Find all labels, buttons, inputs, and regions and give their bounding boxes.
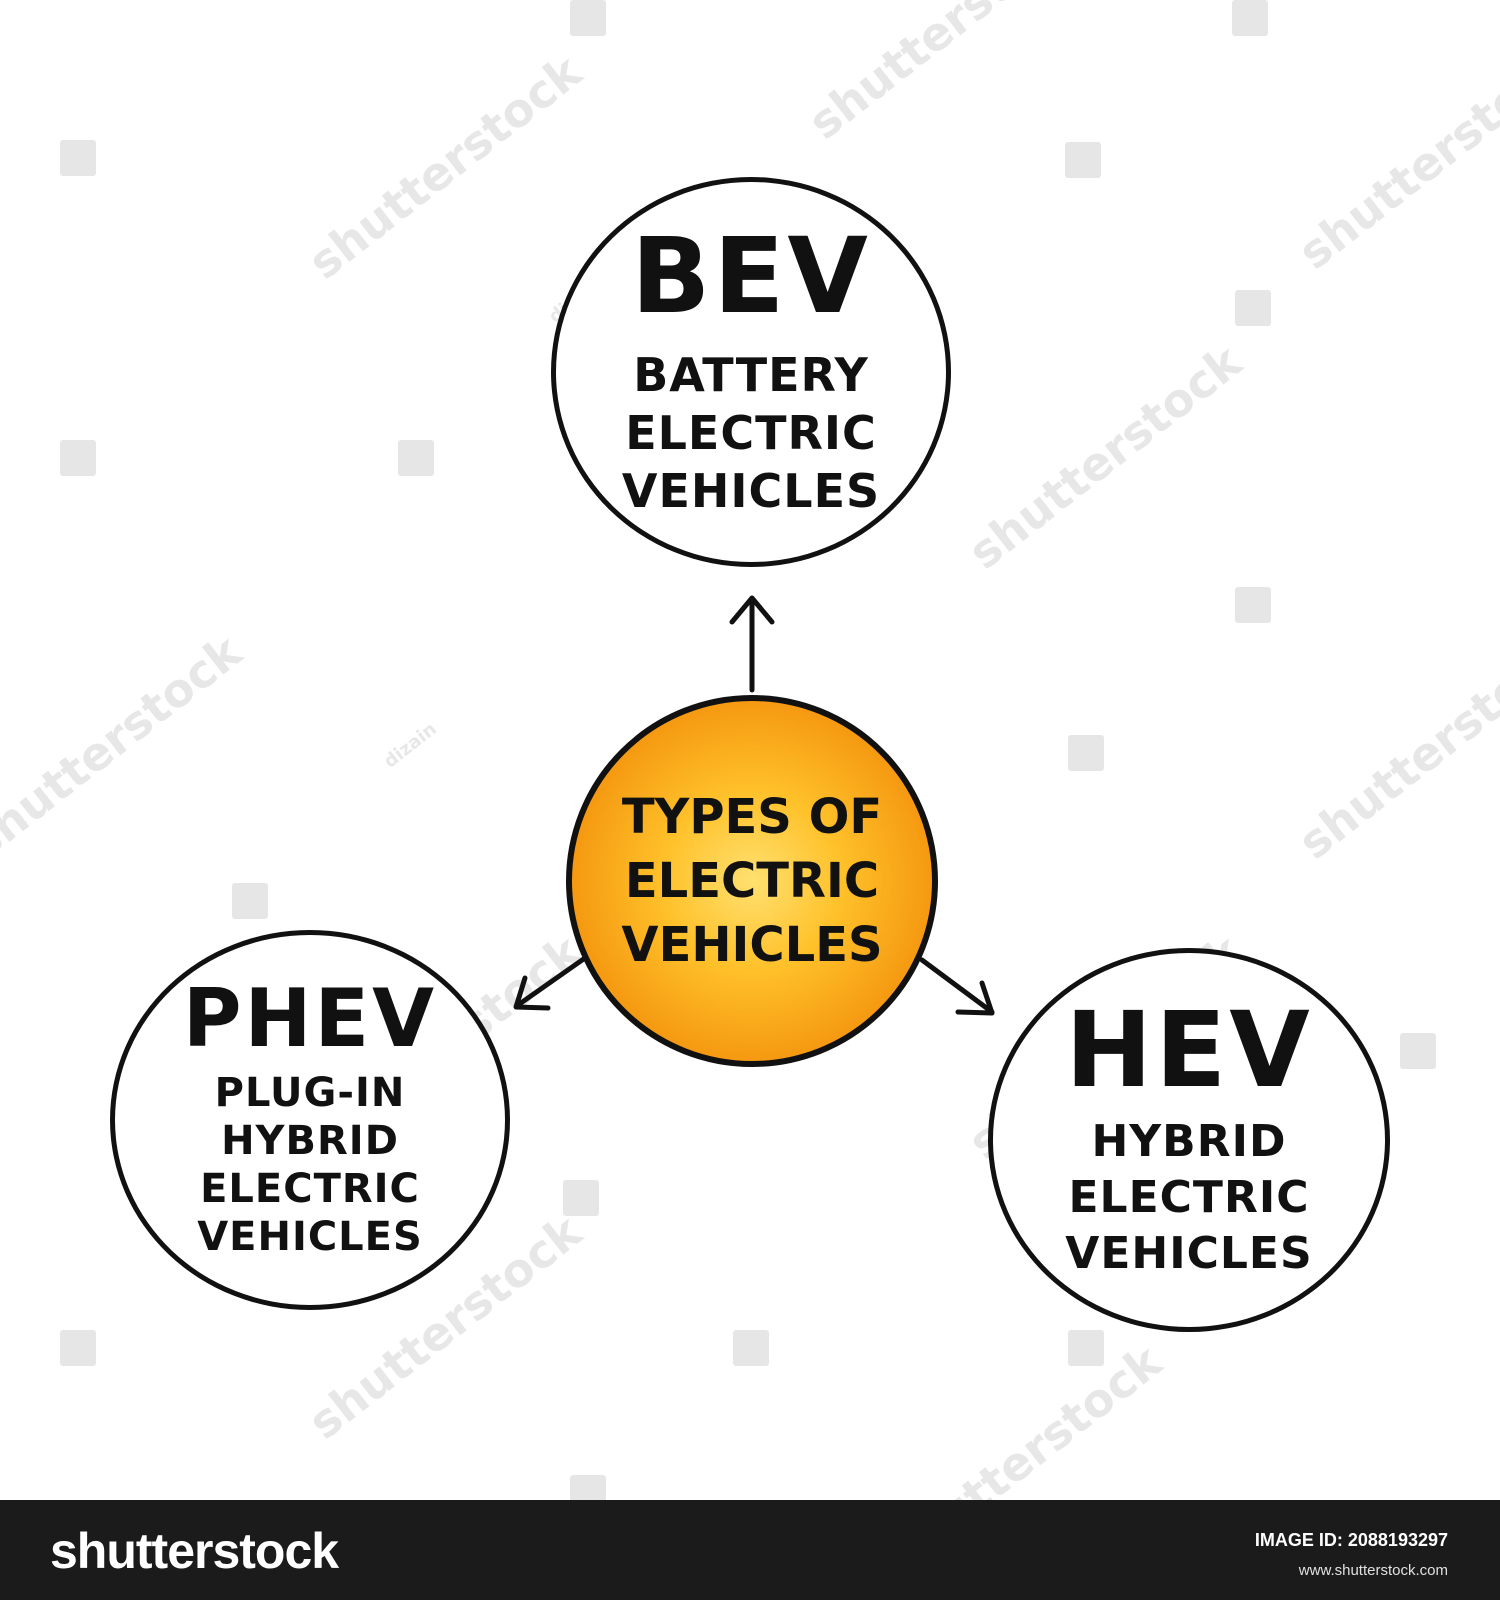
node-hev-line: HYBRID bbox=[1091, 1116, 1287, 1167]
node-hev-line: ELECTRIC bbox=[1068, 1172, 1310, 1223]
footer-url[interactable]: www.shutterstock.com bbox=[1298, 1562, 1448, 1579]
watermark-mark bbox=[1235, 290, 1271, 326]
node-center-line: ELECTRIC bbox=[624, 853, 880, 909]
node-bev-line: VEHICLES bbox=[621, 464, 881, 518]
footer-bar: shutterstock IMAGE ID: 2088193297 www.sh… bbox=[0, 1500, 1500, 1600]
watermark-mark bbox=[60, 1330, 96, 1366]
watermark-mark bbox=[1068, 1330, 1104, 1366]
node-bev-label: BATTERY ELECTRIC VEHICLES bbox=[622, 346, 880, 520]
shutterstock-logo[interactable]: shutterstock bbox=[50, 1523, 339, 1579]
node-phev-line: ELECTRIC bbox=[200, 1166, 420, 1212]
watermark-mark bbox=[232, 883, 268, 919]
node-hev: HEV HYBRID ELECTRIC VEHICLES bbox=[988, 948, 1390, 1332]
node-center-line: TYPES OF bbox=[621, 789, 883, 845]
node-center: TYPES OF ELECTRIC VEHICLES bbox=[566, 695, 938, 1067]
arrow-to-bev bbox=[729, 595, 775, 693]
watermark-mark bbox=[1068, 735, 1104, 771]
watermark-mark bbox=[1065, 142, 1101, 178]
watermark-mark bbox=[60, 440, 96, 476]
arrow-to-phev bbox=[513, 955, 588, 1011]
node-phev-line: VEHICLES bbox=[197, 1214, 423, 1260]
connector-arrows bbox=[513, 595, 995, 1016]
node-bev: BEV BATTERY ELECTRIC VEHICLES bbox=[551, 177, 951, 567]
node-hev-abbr: HEV bbox=[1065, 989, 1313, 1111]
watermark-mark bbox=[1235, 587, 1271, 623]
watermark-mark bbox=[1232, 0, 1268, 36]
watermark-mark bbox=[733, 1330, 769, 1366]
node-phev-abbr: PHEV bbox=[182, 972, 438, 1065]
node-hev-label: HYBRID ELECTRIC VEHICLES bbox=[1065, 1114, 1312, 1282]
node-center-label: TYPES OF ELECTRIC VEHICLES bbox=[621, 785, 882, 977]
watermark-mark bbox=[1400, 1033, 1436, 1069]
node-phev-line: HYBRID bbox=[221, 1118, 399, 1164]
arrow-to-hev bbox=[919, 957, 995, 1016]
node-bev-line: BATTERY bbox=[633, 348, 869, 402]
node-bev-line: ELECTRIC bbox=[625, 406, 877, 460]
watermark-mark bbox=[60, 140, 96, 176]
node-center-line: VEHICLES bbox=[621, 917, 883, 973]
node-phev-label: PLUG-IN HYBRID ELECTRIC VEHICLES bbox=[197, 1069, 423, 1261]
node-bev-abbr: BEV bbox=[631, 215, 871, 337]
node-phev: PHEV PLUG-IN HYBRID ELECTRIC VEHICLES bbox=[110, 930, 510, 1310]
image-id: IMAGE ID: 2088193297 bbox=[1254, 1530, 1448, 1550]
node-phev-line: PLUG-IN bbox=[214, 1070, 406, 1116]
watermark-mark bbox=[563, 1180, 599, 1216]
node-hev-line: VEHICLES bbox=[1065, 1228, 1313, 1279]
watermark-mark bbox=[570, 0, 606, 36]
watermark-mark bbox=[398, 440, 434, 476]
